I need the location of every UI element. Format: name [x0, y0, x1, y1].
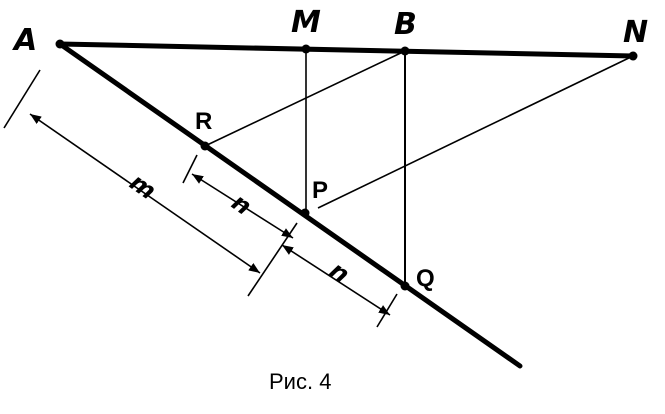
label-A: A [12, 23, 37, 58]
dim-line-m [29, 113, 261, 274]
label-B: B [394, 7, 417, 42]
ext-line-P [247, 222, 298, 297]
label-M: M [291, 5, 321, 40]
ext-line-A [3, 69, 41, 129]
point-Q [400, 281, 410, 291]
point-P [300, 208, 310, 218]
label-N: N [623, 15, 648, 50]
point-N [628, 51, 638, 61]
label-P: P [312, 177, 328, 204]
point-R [200, 141, 210, 151]
line-RB [204, 50, 406, 147]
label-R: R [195, 108, 212, 135]
dim-label-m: m [125, 168, 162, 205]
dim-line-n2 [281, 244, 391, 316]
dim-line-n1 [191, 173, 294, 239]
dim-label-n2: n [325, 256, 355, 289]
label-Q: Q [416, 265, 435, 292]
point-B [400, 46, 410, 56]
ext-line-Q [376, 293, 398, 328]
point-A [55, 39, 65, 49]
line-AQ-extended [57, 41, 523, 369]
line-AN [57, 41, 636, 59]
ext-line-R [182, 154, 198, 184]
figure-caption: Рис. 4 [269, 369, 331, 394]
line-PN [317, 55, 634, 209]
dim-label-n1: n [227, 188, 257, 221]
point-M [301, 44, 311, 54]
